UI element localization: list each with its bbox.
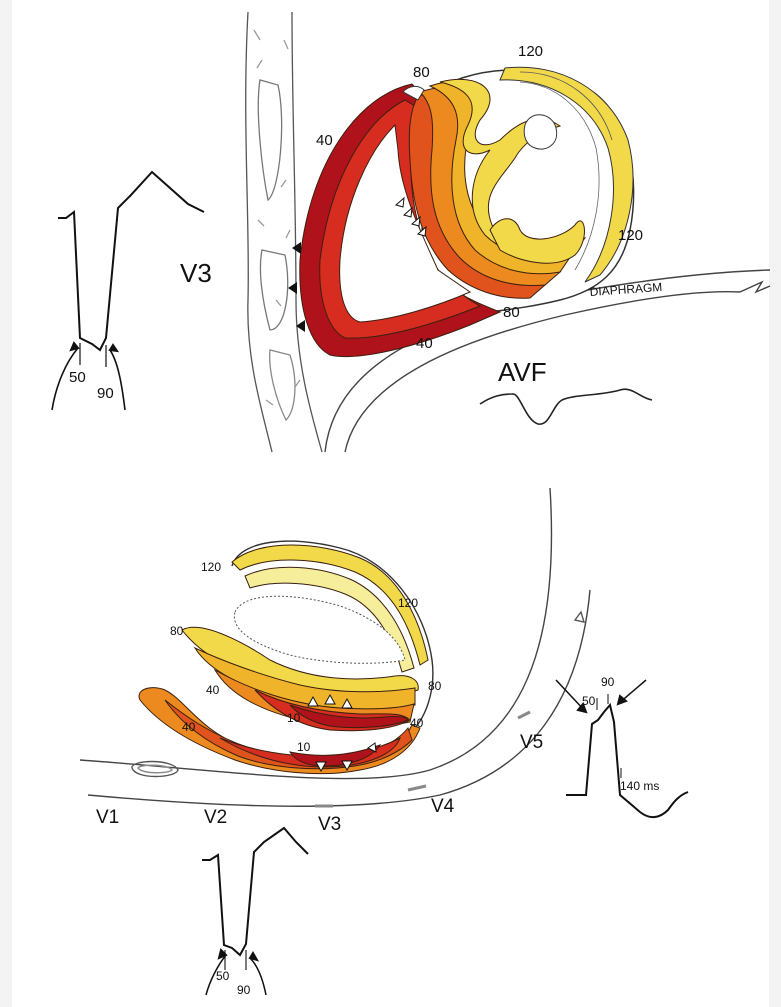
isochrone-120-top-right: 120 bbox=[518, 43, 543, 60]
lead-v4-label: V4 bbox=[431, 796, 455, 817]
lead-v2-label: V2 bbox=[204, 807, 227, 828]
bottom-isochrone-40-left-upper: 40 bbox=[206, 683, 220, 697]
isochrone-120-lv-right: 120 bbox=[618, 227, 643, 244]
lead-v3-bottom-label: V3 bbox=[318, 814, 341, 835]
isochrone-80-top-septum: 80 bbox=[413, 64, 430, 81]
bottom-isochrone-80-left: 80 bbox=[170, 624, 184, 638]
isochrone-40-rv-free-wall: 40 bbox=[316, 132, 333, 149]
v3-top-mark-50: 50 bbox=[69, 369, 86, 386]
isochrone-40-inferior: 40 bbox=[416, 335, 433, 352]
bottom-isochrone-10-upper: 10 bbox=[287, 711, 301, 725]
lead-avf-label: AVF bbox=[498, 357, 547, 387]
bottom-isochrone-10-lower: 10 bbox=[297, 740, 311, 754]
bottom-isochrone-120-right: 120 bbox=[398, 596, 418, 610]
bottom-isochrone-40-right: 40 bbox=[410, 716, 424, 730]
v3-bottom-mark-90: 90 bbox=[237, 983, 251, 997]
v3-top-mark-90: 90 bbox=[97, 385, 114, 402]
v3-bottom-mark-50: 50 bbox=[216, 969, 230, 983]
lead-v5-label: V5 bbox=[520, 732, 543, 753]
bottom-isochrone-40-left-lower: 40 bbox=[182, 720, 196, 734]
bottom-isochrone-80-right: 80 bbox=[428, 679, 442, 693]
isochrone-80-inferior: 80 bbox=[503, 304, 520, 321]
v5-mark-50: 50 bbox=[582, 694, 596, 708]
bottom-isochrone-120-left: 120 bbox=[201, 560, 221, 574]
v5-mark-90: 90 bbox=[601, 675, 615, 689]
lead-v1-label: V1 bbox=[96, 807, 119, 828]
lead-v3-label: V3 bbox=[180, 258, 212, 288]
v5-mark-140ms: 140 ms bbox=[620, 779, 659, 793]
